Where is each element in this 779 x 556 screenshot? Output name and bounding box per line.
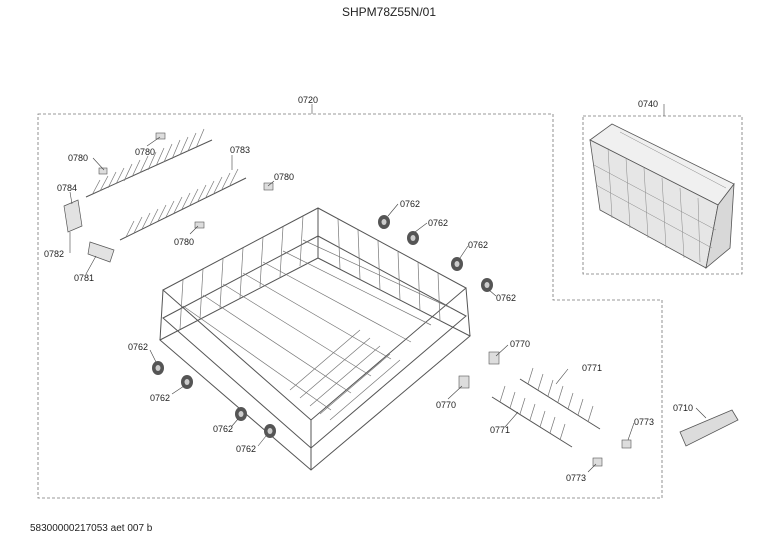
label-0762-h: 0762: [236, 444, 256, 454]
label-0784: 0784: [57, 183, 77, 193]
label-0782: 0782: [44, 249, 64, 259]
label-0783: 0783: [230, 145, 250, 155]
clip-0773-upper: [621, 439, 632, 449]
wheel-0762-e: [152, 361, 164, 375]
label-0762-b: 0762: [428, 218, 448, 228]
label-0770-b: 0770: [436, 400, 456, 410]
wheel-0762-d: [481, 278, 493, 292]
label-0780-c: 0780: [274, 172, 294, 182]
label-0770-a: 0770: [510, 339, 530, 349]
clip-0780-right: [263, 182, 274, 191]
label-0762-g: 0762: [213, 424, 233, 434]
label-0780-d: 0780: [174, 237, 194, 247]
cutlery-basket-0740: [589, 123, 735, 270]
label-0762-a: 0762: [400, 199, 420, 209]
clip-0770-lower: [458, 375, 470, 389]
leader-lines: [69, 104, 707, 473]
wheel-0762-c: [451, 257, 463, 271]
wheel-0762-a: [378, 215, 390, 229]
label-0762-f: 0762: [150, 393, 170, 403]
wheel-0762-b: [407, 231, 419, 245]
label-0710: 0710: [673, 403, 693, 413]
clip-0780-top: [155, 132, 166, 140]
label-0780-b: 0780: [135, 147, 155, 157]
label-0773-b: 0773: [566, 473, 586, 483]
footer-code: 58300000217053 aet 007 b: [30, 523, 153, 534]
label-0720: 0720: [298, 95, 318, 105]
wheel-0762-f: [181, 375, 193, 389]
label-0771-a: 0771: [582, 363, 602, 373]
assembly-outline-0740: [582, 115, 743, 275]
label-0740: 0740: [638, 99, 658, 109]
label-0762-d: 0762: [496, 293, 516, 303]
bracket-0781: [87, 241, 115, 263]
clip-0773-lower: [592, 457, 603, 467]
label-0762-e: 0762: [128, 342, 148, 352]
clip-0780-bottom: [194, 221, 205, 229]
clip-0770-upper: [488, 351, 500, 365]
assembly-outline-0720: [37, 113, 663, 499]
handle-0710: [679, 409, 739, 447]
clip-0780-left: [98, 167, 108, 175]
label-0780-a: 0780: [68, 153, 88, 163]
label-0771-b: 0771: [490, 425, 510, 435]
wheel-0762-h: [264, 424, 276, 438]
model-title: SHPM78Z55N/01: [342, 5, 436, 19]
bracket-0784-0782: [63, 199, 83, 233]
label-0773-a: 0773: [634, 417, 654, 427]
label-0762-c: 0762: [468, 240, 488, 250]
tine-row-0771: [491, 367, 601, 448]
lower-rack-basket: [159, 207, 471, 471]
tine-row-0783: [85, 128, 247, 241]
wheel-0762-g: [235, 407, 247, 421]
label-0781: 0781: [74, 273, 94, 283]
